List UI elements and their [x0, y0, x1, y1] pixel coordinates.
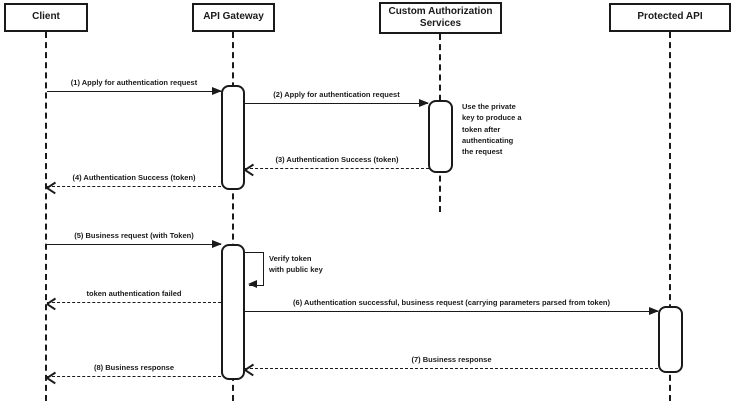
activation-protected-api [658, 306, 683, 373]
message-token-failed-label: token authentication failed [86, 289, 182, 298]
message-4-line [47, 186, 221, 188]
message-token-failed-line [47, 302, 221, 304]
message-5-line [47, 244, 221, 246]
self-message-label: Verify token with public key [269, 254, 323, 275]
message-2-line [245, 103, 428, 105]
message-2-label: (2) Apply for authentication request [273, 90, 400, 99]
message-6-label: (6) Authentication successful, business … [293, 298, 610, 307]
message-5-label: (5) Business request (with Token) [74, 231, 194, 240]
activation-api-gateway-auth [221, 85, 245, 190]
actor-client-label: Client [32, 11, 60, 23]
actor-client: Client [4, 3, 88, 32]
message-3-line [245, 168, 429, 170]
activation-api-gateway-business [221, 244, 245, 380]
message-3-label: (3) Authentication Success (token) [275, 155, 399, 164]
arrowhead-right-icon [212, 240, 222, 249]
activation-custom-authorization-services [428, 100, 453, 173]
lifeline-api-gateway [232, 32, 234, 401]
note-use-private-key: Use the private key to produce a token a… [462, 102, 522, 156]
actor-api-gateway: API Gateway [192, 3, 275, 32]
lifeline-protected-api [669, 32, 671, 401]
actor-custom-authorization-services: Custom Authorization Services [379, 2, 502, 34]
arrowhead-left-icon [248, 280, 257, 289]
self-message-right-segment [263, 252, 264, 285]
lifeline-client [45, 32, 47, 401]
arrowhead-right-icon [649, 307, 659, 316]
message-6-line [245, 311, 658, 313]
actor-api-gateway-label: API Gateway [203, 11, 264, 23]
actor-protected-api: Protected API [609, 3, 731, 32]
message-7-line [245, 368, 658, 370]
arrowhead-right-icon [212, 87, 222, 96]
self-message-bottom-segment [248, 280, 264, 289]
arrowhead-right-icon [419, 99, 429, 108]
message-1-label: (1) Apply for authentication request [70, 78, 198, 87]
message-1-line [47, 91, 221, 93]
message-7-label: (7) Business response [411, 355, 492, 364]
message-8-label: (8) Business response [93, 363, 175, 372]
message-4-label: (4) Authentication Success (token) [72, 173, 196, 182]
message-8-line [47, 376, 221, 378]
actor-custom-authorization-services-label: Custom Authorization Services [388, 5, 493, 30]
actor-protected-api-label: Protected API [637, 11, 703, 23]
self-message-top-segment [245, 252, 264, 253]
